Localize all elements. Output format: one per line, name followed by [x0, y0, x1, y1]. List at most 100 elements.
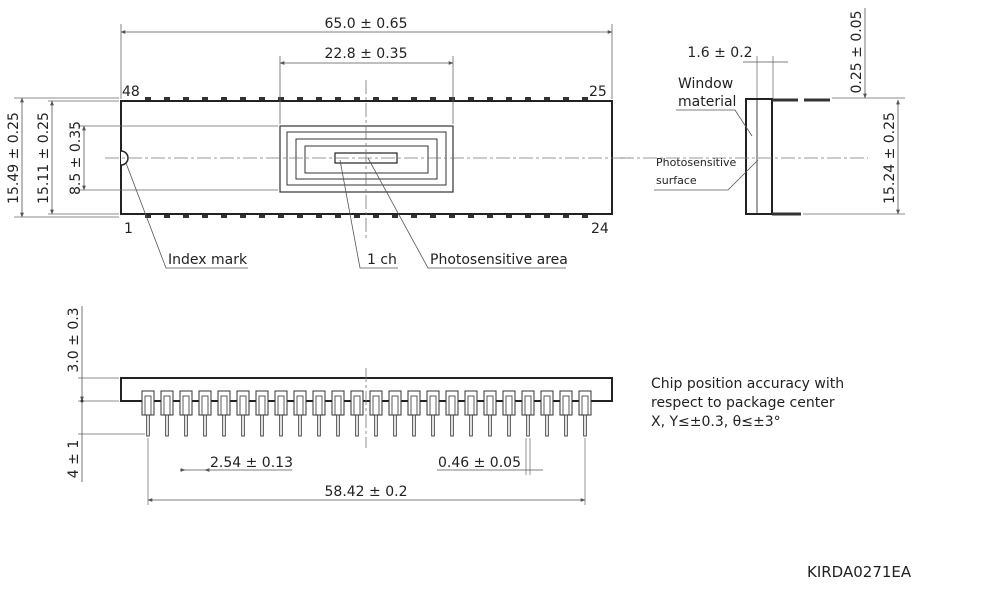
bottom-edge-pin-stub: [582, 214, 588, 218]
pin-lead: [412, 414, 416, 437]
pin-lead: [564, 414, 568, 437]
bottom-edge-pin-stub: [487, 214, 493, 218]
pin-lead: [298, 414, 302, 437]
front-view-pin: [464, 390, 478, 437]
note-line-3: X, Y≤±0.3, θ≤±3°: [651, 414, 781, 430]
top-edge-pin-stub: [392, 97, 398, 101]
lead-length-dot: [80, 399, 84, 403]
bottom-edge-pin-stub: [316, 214, 322, 218]
top-edge-pin-stub: [506, 97, 512, 101]
bottom-edge-pin-stub: [297, 214, 303, 218]
bottom-edge-pin-stub: [411, 214, 417, 218]
bottom-edge-pin-stub: [392, 214, 398, 218]
pin-thickness-label: 0.25 ± 0.05: [849, 11, 865, 94]
front-view-pin: [179, 390, 193, 437]
top-edge-pin-stub: [240, 97, 246, 101]
channel-label: 1 ch: [367, 252, 397, 268]
bottom-edge-pin-stub: [563, 214, 569, 218]
pin-row-length-label: 58.42 ± 0.2: [325, 484, 408, 500]
lead-width-label: 0.46 ± 0.05: [438, 455, 521, 471]
pin-shoulder: [312, 390, 326, 416]
pin-lead: [507, 414, 511, 437]
bottom-edge-pin-stub: [278, 214, 284, 218]
top-view: 65.0 ± 0.65 22.8 ± 0.35 48 25 1 24 15.49…: [6, 16, 630, 269]
front-view-pin: [293, 390, 307, 437]
pin-shoulder: [141, 390, 155, 416]
side-view-body: [745, 98, 773, 215]
pin-48-label: 48: [122, 84, 140, 100]
pin-lead: [279, 414, 283, 437]
pin-shoulder: [464, 390, 478, 416]
pin-lead: [165, 414, 169, 437]
index-mark-leader: [125, 162, 248, 269]
pin-shoulder: [502, 390, 516, 416]
bottom-edge-pin-stub: [525, 214, 531, 218]
window-thickness-label: 1.6 ± 0.2: [687, 45, 752, 61]
top-edge-pin-stub: [202, 97, 208, 101]
pin-lead: [317, 414, 321, 437]
top-edge-pin-stub: [487, 97, 493, 101]
front-view-pins: [141, 390, 592, 437]
pin-lead: [355, 414, 359, 437]
pin-1-label: 1: [124, 221, 133, 237]
pin-lead: [526, 414, 530, 437]
front-view-pin: [540, 390, 554, 437]
pin-24-label: 24: [591, 221, 609, 237]
top-edge-pin-stub: [563, 97, 569, 101]
body-height-label: 3.0 ± 0.3: [66, 307, 82, 372]
front-view-pin: [217, 390, 231, 437]
top-edge-pin-stub: [373, 97, 379, 101]
bottom-edge-pin-stub: [544, 214, 550, 218]
pin-shoulder: [426, 390, 440, 416]
pin-lead: [374, 414, 378, 437]
front-view-pin: [236, 390, 250, 437]
index-mark-label: Index mark: [168, 252, 248, 268]
pin-shoulder: [540, 390, 554, 416]
front-view-pin: [369, 390, 383, 437]
bottom-edge-pin-stub: [183, 214, 189, 218]
front-view-pin: [141, 390, 155, 437]
pin-shoulder: [255, 390, 269, 416]
front-view-pin: [559, 390, 573, 437]
overall-length-label: 65.0 ± 0.65: [325, 16, 408, 32]
pin-lead: [488, 414, 492, 437]
pin-lead: [184, 414, 188, 437]
bottom-edge-pin-stub: [145, 214, 151, 218]
height-outer-label: 15.49 ± 0.25: [6, 112, 22, 204]
bottom-edge-pin-stub: [164, 214, 170, 218]
front-view-pin: [198, 390, 212, 437]
bottom-edge-pin-stub: [506, 214, 512, 218]
pin-lead: [241, 414, 245, 437]
bottom-edge-pin-stub: [335, 214, 341, 218]
front-view: 3.0 ± 0.3 4 ± 1 2.54 ± 0.13 0.46 ± 0.05 …: [66, 306, 613, 505]
pin-lead: [146, 414, 150, 437]
top-edge-pin-stub: [145, 97, 151, 101]
pin-shoulder: [578, 390, 592, 416]
bottom-edge-pin-stub: [373, 214, 379, 218]
top-edge-pin-stub: [430, 97, 436, 101]
window-frame-mid: [286, 131, 447, 186]
top-edge-pin-stub: [259, 97, 265, 101]
front-view-pin: [483, 390, 497, 437]
bottom-edge-pin-stub: [259, 214, 265, 218]
pin-shoulder: [445, 390, 459, 416]
front-view-pin: [350, 390, 364, 437]
pin-shoulder: [388, 390, 402, 416]
photosensitive-area-label: Photosensitive area: [430, 252, 568, 268]
pin-shoulder: [293, 390, 307, 416]
front-view-pin: [445, 390, 459, 437]
front-view-pin: [331, 390, 345, 437]
front-view-pin: [160, 390, 174, 437]
pin-shoulder: [236, 390, 250, 416]
pin-lead: [583, 414, 587, 437]
pin-25-label: 25: [589, 84, 607, 100]
side-view: 1.6 ± 0.2 0.25 ± 0.05 15.24 ± 0.25 Windo…: [620, 8, 905, 216]
note-line-1: Chip position accuracy with: [651, 376, 845, 392]
pin-lead: [222, 414, 226, 437]
note-line-2: respect to package center: [651, 395, 835, 411]
window-frame-inner: [295, 138, 438, 180]
pin-lead: [260, 414, 264, 437]
pin-lead: [545, 414, 549, 437]
bottom-edge-pin-stub: [449, 214, 455, 218]
drawing-code: KIRDA0271EA: [807, 563, 912, 581]
